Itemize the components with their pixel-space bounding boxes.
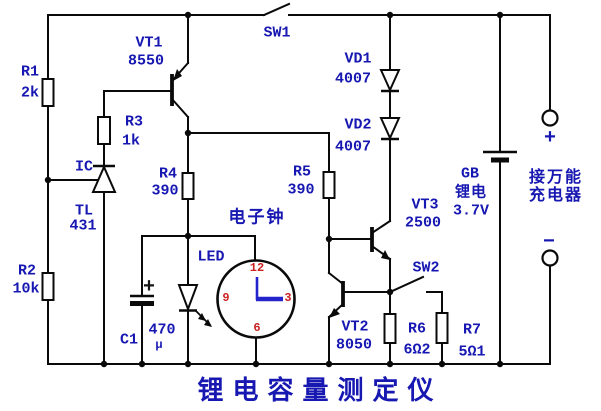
label-gb-ref: GB (460, 165, 480, 183)
label-vd1-val: 4007 (334, 70, 372, 88)
label-r5-ref: R5 (292, 163, 312, 181)
label-vd2-ref: VD2 (344, 116, 372, 134)
charger-negative-terminal (541, 249, 559, 267)
label-ic-type2: 431 (69, 217, 97, 235)
label-r5-val: 390 (287, 181, 315, 199)
clock-numeral-9: 9 (222, 291, 230, 305)
label-c1-ref: C1 (119, 331, 139, 349)
charger-positive-terminal (541, 109, 559, 127)
label-gb-chemistry: 锂电 (454, 182, 488, 201)
label-r4-ref: R4 (158, 165, 178, 183)
switch-sw2 (388, 275, 425, 294)
resistor-r4 (181, 172, 195, 200)
led-symbol (177, 284, 212, 327)
clock-numeral-3: 3 (284, 291, 292, 305)
label-vt2-ref: VT2 (341, 318, 369, 336)
clock-numeral-6: 6 (253, 321, 261, 335)
label-charger-line1: 接万能 (528, 167, 584, 186)
label-r6-val: 6Ω2 (403, 341, 431, 359)
label-r1-ref: R1 (20, 63, 40, 81)
label-clock: 电子钟 (228, 207, 286, 228)
label-led: LED (197, 248, 225, 266)
label-c1-unit: μ (155, 338, 163, 352)
label-gb-voltage: 3.7V (452, 202, 490, 220)
label-r7-val: 5Ω1 (458, 343, 486, 361)
diode-vd2 (379, 117, 401, 141)
label-r6-ref: R6 (407, 320, 427, 338)
clock-face (216, 259, 296, 339)
ic-tl431-symbol (91, 164, 117, 193)
resistor-r1 (41, 78, 55, 107)
transistor-vt3 (370, 219, 392, 261)
resistor-r6 (383, 313, 397, 344)
schematic-title: 锂电容量测定仪 (197, 376, 443, 406)
wiring (47, 14, 551, 365)
label-terminal-minus: − (542, 231, 556, 254)
label-ic-ref: IC (74, 158, 94, 176)
transistor-vt1 (170, 61, 190, 119)
switch-sw1 (262, 2, 291, 17)
label-sw2: SW2 (412, 259, 440, 277)
label-vt3-val: 2500 (404, 214, 442, 232)
resistor-r2 (41, 272, 55, 301)
capacitor-c1 (130, 294, 154, 306)
transistor-vt2 (327, 271, 345, 319)
label-terminal-plus: + (543, 127, 557, 150)
junction-dots (44, 11, 504, 368)
label-vt1-ref: VT1 (135, 34, 163, 52)
label-vt1-val: 8550 (127, 52, 165, 70)
label-r3-val: 1k (121, 132, 141, 150)
label-vt3-ref: VT3 (411, 196, 439, 214)
resistor-r5 (322, 171, 336, 199)
resistor-r3 (97, 116, 111, 145)
diode-vd1 (379, 69, 401, 93)
label-vd2-val: 4007 (334, 138, 372, 156)
label-ic-type1: TL (74, 202, 94, 220)
label-r1-val: 2k (20, 84, 40, 102)
label-charger-line2: 充电器 (528, 185, 584, 204)
resistor-r7 (435, 312, 449, 344)
label-r7-ref: R7 (462, 321, 482, 339)
label-c1-val: 470 (148, 321, 176, 339)
label-vt2-val: 8050 (335, 336, 373, 354)
label-sw1: SW1 (263, 24, 291, 42)
label-r2-ref: R2 (17, 262, 37, 280)
label-r2-val: 10k (12, 280, 40, 298)
battery-gb-symbol (483, 150, 517, 163)
label-c1-polarity: + (142, 276, 156, 299)
label-vd1-ref: VD1 (344, 50, 372, 68)
label-r4-val: 390 (151, 182, 179, 200)
label-r3-ref: R3 (124, 113, 144, 131)
clock-numeral-12: 12 (249, 261, 265, 275)
